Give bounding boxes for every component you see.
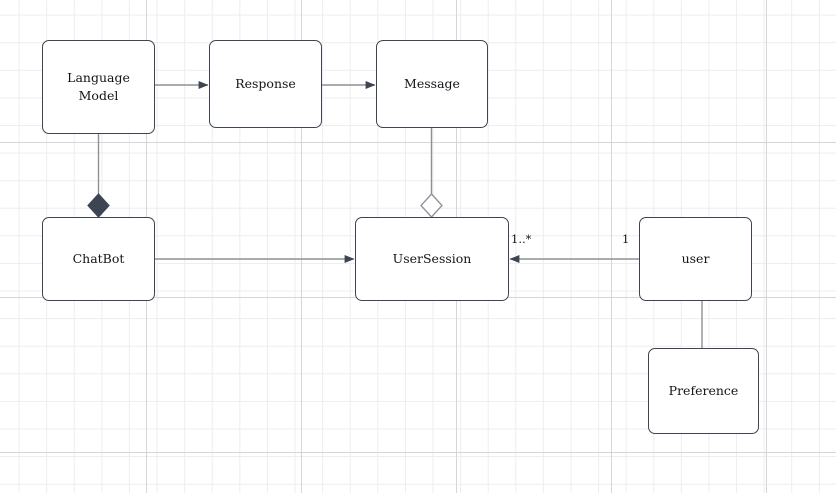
node-response[interactable]: Response <box>209 40 322 128</box>
edge-label-multiplicity-user-session: 1..* <box>511 232 532 246</box>
node-message[interactable]: Message <box>376 40 488 128</box>
node-preference[interactable]: Preference <box>648 348 759 434</box>
node-message-label: Message <box>404 76 460 92</box>
filled-diamond-marker <box>87 193 110 218</box>
node-user-session[interactable]: UserSession <box>355 217 509 301</box>
node-user-session-label: UserSession <box>392 251 472 267</box>
node-chatbot-label: ChatBot <box>72 251 125 267</box>
node-chatbot[interactable]: ChatBot <box>42 217 155 301</box>
edge-message-to-user-session[interactable] <box>420 128 443 218</box>
hollow-diamond-marker <box>420 193 443 218</box>
edge-label-multiplicity-user: 1 <box>622 232 630 246</box>
node-language-model-label: Language Model <box>67 70 130 103</box>
node-user-label: user <box>681 251 710 267</box>
edge-language-model-to-chatbot[interactable] <box>87 134 110 218</box>
node-user[interactable]: user <box>639 217 752 301</box>
node-response-label: Response <box>235 76 296 92</box>
node-preference-label: Preference <box>668 383 739 399</box>
node-language-model[interactable]: Language Model <box>42 40 155 134</box>
